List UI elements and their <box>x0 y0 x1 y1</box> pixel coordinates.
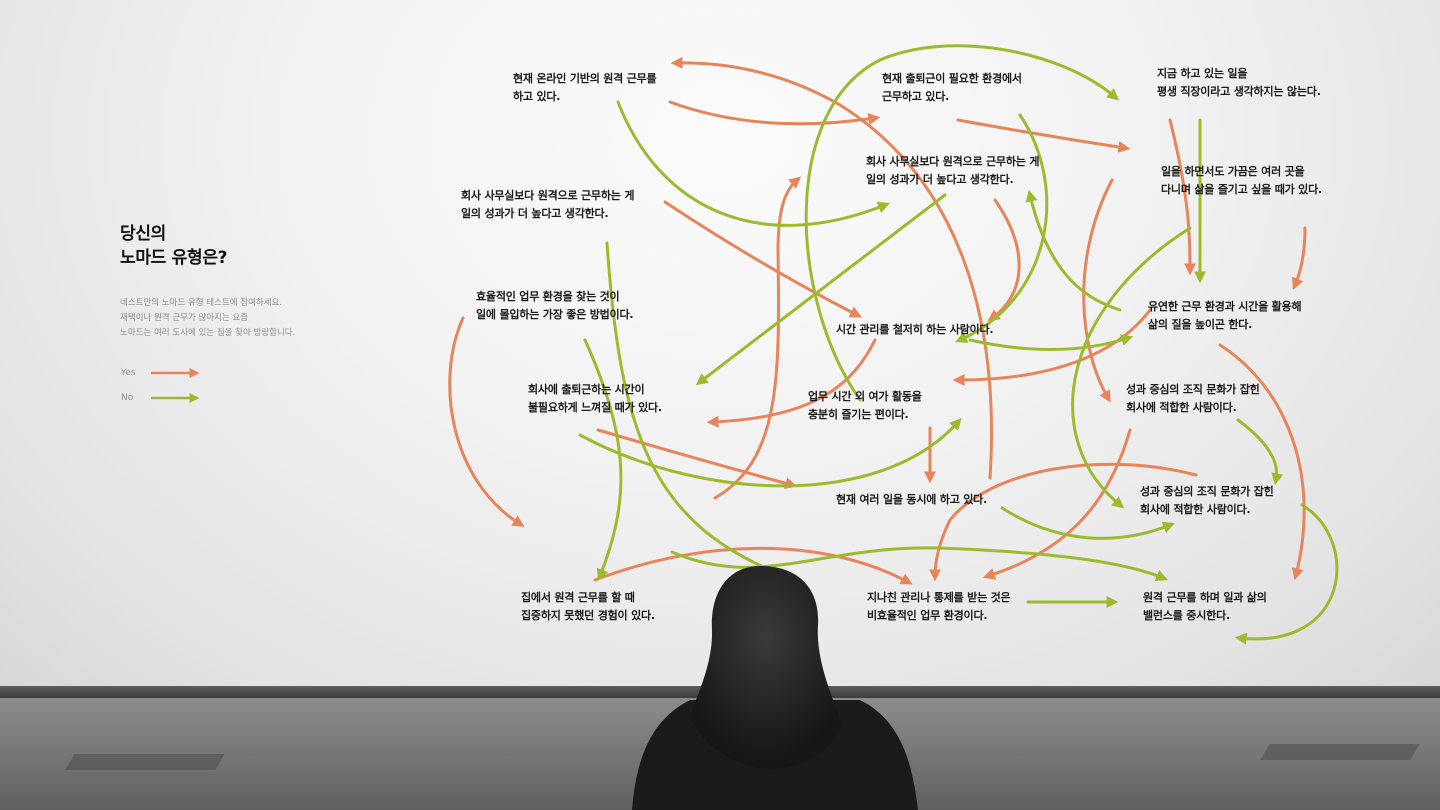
node-work-life-balance: 원격 근무를 하며 일과 삶의 밸런스를 중시한다. <box>1143 589 1267 625</box>
legend-yes: Yes <box>121 368 136 378</box>
node-line: 현재 여러 일을 동시에 하고 있다. <box>836 493 988 506</box>
yes-arrow <box>1292 226 1307 290</box>
yes-arrow <box>596 428 798 490</box>
node-line: 삶의 질을 높이곤 한다. <box>1148 318 1253 331</box>
node-line: 집에서 원격 근무를 할 때 <box>521 591 635 604</box>
node-line: 회사 사무실보다 원격으로 근무하는 게 <box>866 155 1040 168</box>
no-arrow <box>695 193 947 386</box>
title-line-1: 당신의 <box>120 224 167 244</box>
node-line: 불필요하게 느껴질 때가 있다. <box>528 401 662 414</box>
node-results-culture-2: 성과 중심의 조직 문화가 잡힌 회사에 적합한 사람이다. <box>1140 483 1274 519</box>
node-commute-now: 현재 출퇴근이 필요한 환경에서 근무하고 있다. <box>882 70 1022 106</box>
node-line: 원격 근무를 하며 일과 삶의 <box>1143 591 1267 604</box>
node-line: 유연한 근무 환경과 시간을 활용해 <box>1148 300 1302 313</box>
node-line: 비효율적인 업무 환경이다. <box>867 609 988 622</box>
node-line: 시간 관리를 철저히 하는 사람이다. <box>836 323 994 336</box>
intro-line: 네스트만의 노마드 유형 테스트에 참여하세요. <box>120 298 283 308</box>
node-multiple-jobs: 현재 여러 일을 동시에 하고 있다. <box>836 491 987 509</box>
no-arrow <box>1234 503 1339 645</box>
page-title: 당신의 노마드 유형은? <box>120 222 360 270</box>
node-line: 효율적인 업무 환경을 찾는 것이 <box>476 290 620 303</box>
node-line: 업무 시간 외 여가 활동을 <box>808 390 922 403</box>
yes-arrow <box>956 118 1131 153</box>
intro-text: 네스트만의 노마드 유형 테스트에 참여하세요. 재택이나 원격 근무가 많아지… <box>120 296 360 341</box>
node-line: 지나친 관리나 통제를 받는 것은 <box>867 591 1011 604</box>
no-arrow <box>1025 189 1122 312</box>
node-commute-unnecessary: 회사에 출퇴근하는 시간이 불필요하게 느껴질 때가 있다. <box>528 381 662 417</box>
title-line-2: 노마드 유형은? <box>120 248 228 268</box>
yes-arrow <box>668 100 881 126</box>
node-flexible-environment: 유연한 근무 환경과 시간을 활용해 삶의 질을 높이곤 한다. <box>1148 298 1302 334</box>
node-line: 지금 하고 있는 일을 <box>1157 67 1248 80</box>
no-arrow <box>1000 506 1176 540</box>
node-line: 성과 중심의 조직 문화가 잡힌 <box>1140 485 1274 498</box>
node-line: 밸런스를 중시한다. <box>1143 609 1230 622</box>
no-arrow <box>804 44 1120 402</box>
no-arrow <box>1071 226 1192 509</box>
no-arrow <box>605 241 780 576</box>
no-arrow <box>1236 418 1284 486</box>
no-arrow <box>670 546 1168 581</box>
no-arrow <box>968 334 1134 352</box>
node-travel-while-working: 일을 하면서도 가끔은 여러 곳을 다니며 삶을 즐기고 싶을 때가 있다. <box>1161 163 1322 199</box>
node-line: 일의 성과가 더 높다고 생각한다. <box>866 173 1014 186</box>
legend-no: No <box>121 393 133 403</box>
node-time-management: 시간 관리를 철저히 하는 사람이다. <box>836 321 994 339</box>
no-arrow <box>583 338 623 582</box>
node-efficient-environment: 효율적인 업무 환경을 찾는 것이 일에 몰입하는 가장 좋은 방법이다. <box>476 288 634 324</box>
node-line: 일을 하면서도 가끔은 여러 곳을 <box>1161 165 1305 178</box>
node-not-lifetime-job: 지금 하고 있는 일을 평생 직장이라고 생각하지는 않는다. <box>1157 65 1321 101</box>
node-home-focus: 집에서 원격 근무를 할 때 집중하지 못했던 경험이 있다. <box>521 589 655 625</box>
node-line: 현재 온라인 기반의 원격 근무를 <box>513 72 657 85</box>
intro-panel: 당신의 노마드 유형은? 네스트만의 노마드 유형 테스트에 참여하세요. 재택… <box>120 222 360 341</box>
legend-no-label: No <box>121 393 134 403</box>
no-arrow <box>955 113 1049 343</box>
node-remote-based: 현재 온라인 기반의 원격 근무를 하고 있다. <box>513 70 657 106</box>
intro-line: 노마드는 여러 도시에 있는 집을 찾아 방랑합니다. <box>120 328 296 338</box>
no-arrow <box>616 100 891 227</box>
yes-arrow <box>1082 178 1114 403</box>
node-line: 집중하지 못했던 경험이 있다. <box>521 609 655 622</box>
node-line: 현재 출퇴근이 필요한 환경에서 <box>882 72 1022 85</box>
node-line: 다니며 삶을 즐기고 싶을 때가 있다. <box>1161 183 1323 196</box>
yes-arrow <box>670 56 993 480</box>
node-line: 평생 직장이라고 생각하지는 않는다. <box>1157 85 1321 98</box>
node-line: 충분히 즐기는 편이다. <box>808 408 909 421</box>
yes-arrow <box>982 428 1132 580</box>
yes-arrow <box>448 316 525 527</box>
node-line: 회사에 적합한 사람이다. <box>1126 401 1237 414</box>
node-line: 성과 중심의 조직 문화가 잡힌 <box>1126 383 1260 396</box>
node-remote-better-left: 회사 사무실보다 원격으로 근무하는 게 일의 성과가 더 높다고 생각한다. <box>461 187 634 223</box>
yes-arrow <box>663 200 862 318</box>
intro-line: 재택이나 원격 근무가 많아지는 요즘 <box>120 313 249 323</box>
node-results-culture-1: 성과 중심의 조직 문화가 잡힌 회사에 적합한 사람이다. <box>1126 381 1260 417</box>
node-line: 회사 사무실보다 원격으로 근무하는 게 <box>461 189 635 202</box>
node-line: 근무하고 있다. <box>882 90 950 103</box>
yes-arrow <box>929 462 1198 582</box>
viewer-hair <box>690 566 842 769</box>
no-arrow <box>578 417 962 488</box>
yes-arrow <box>706 338 877 428</box>
node-line: 일에 몰입하는 가장 좋은 방법이다. <box>476 308 634 321</box>
node-line: 일의 성과가 더 높다고 생각한다. <box>461 207 609 220</box>
node-remote-better-right: 회사 사무실보다 원격으로 근무하는 게 일의 성과가 더 높다고 생각한다. <box>866 153 1039 189</box>
yes-arrow <box>1218 343 1306 581</box>
yes-arrow <box>593 546 913 585</box>
node-line: 회사에 출퇴근하는 시간이 <box>528 383 645 396</box>
node-control-inefficient: 지나친 관리나 통제를 받는 것은 비효율적인 업무 환경이다. <box>867 589 1011 625</box>
yes-arrow <box>713 176 802 500</box>
node-line: 하고 있다. <box>513 90 561 103</box>
node-line: 회사에 적합한 사람이다. <box>1140 503 1251 516</box>
yes-arrow <box>1168 118 1196 276</box>
yes-arrow <box>987 198 1021 322</box>
node-after-hours: 업무 시간 외 여가 활동을 충분히 즐기는 편이다. <box>808 388 922 424</box>
legend-yes-label: Yes <box>121 368 136 378</box>
